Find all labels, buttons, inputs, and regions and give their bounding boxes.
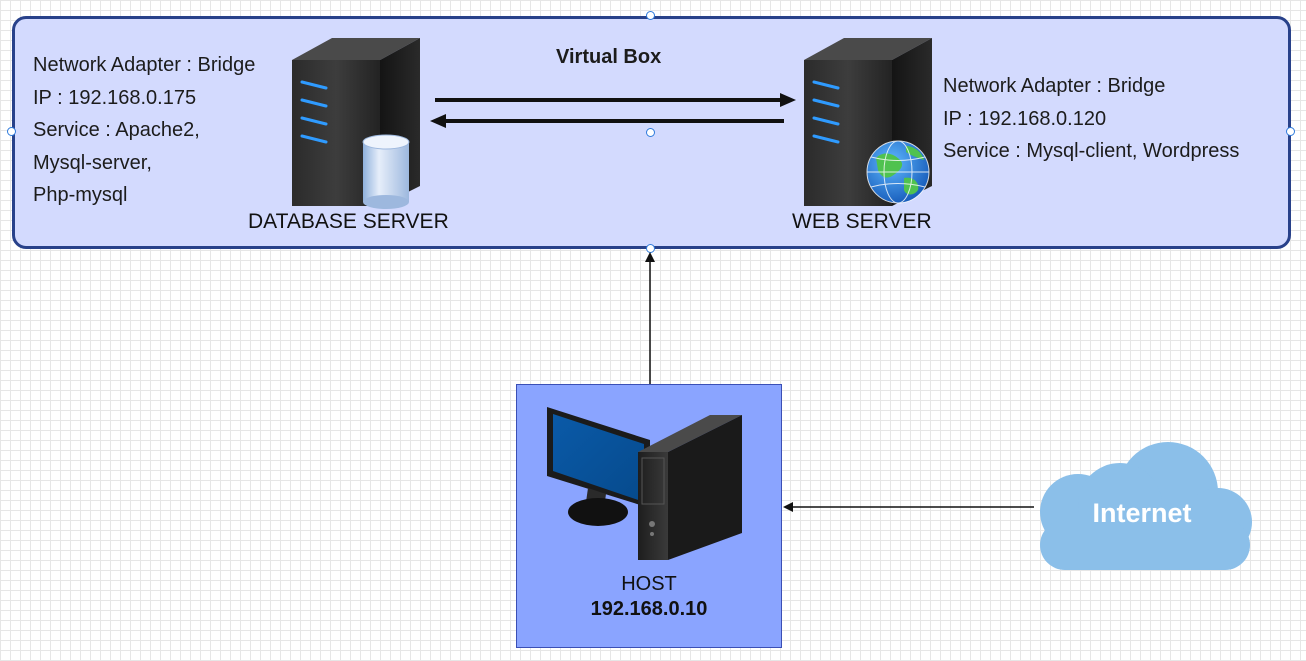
cloud-icon[interactable] xyxy=(1040,442,1252,570)
web-server-icon[interactable] xyxy=(804,38,932,206)
database-server-info-line: Service : Apache2, xyxy=(33,119,200,141)
selection-handle-bottom[interactable] xyxy=(646,244,655,253)
selection-handle-left[interactable] xyxy=(7,127,16,136)
database-server-info-line: Mysql-server, xyxy=(33,151,152,174)
internet-label: Internet xyxy=(1092,498,1192,528)
arrow-host-to-virtualbox[interactable] xyxy=(645,252,655,384)
database-server-info-line: IP : 192.168.0.175 xyxy=(33,86,197,109)
drive-bay-lights xyxy=(300,80,328,144)
web-server-info-line: Network Adapter : Bridge xyxy=(943,75,1166,97)
arrow-web-to-db[interactable] xyxy=(430,114,784,128)
drive-bay-lights xyxy=(812,80,840,144)
arrow-db-to-web[interactable] xyxy=(435,93,796,107)
selection-handle-top[interactable] xyxy=(646,11,655,20)
database-server-icon[interactable] xyxy=(292,38,420,209)
database-cylinder-icon xyxy=(362,134,410,209)
edge-midpoint-handle[interactable] xyxy=(646,128,655,137)
web-server-info-line: IP : 192.168.0.120 xyxy=(943,107,1107,130)
database-server-info: Network Adapter : Bridge IP : 192.168.0.… xyxy=(33,49,255,212)
web-server-info-line: Service : Mysql-client, Wordpress xyxy=(943,140,1240,162)
desktop-computer-icon[interactable] xyxy=(547,407,742,560)
host-name: HOST xyxy=(621,573,677,595)
selection-handle-right[interactable] xyxy=(1286,127,1295,136)
database-server-info-line: Php-mysql xyxy=(33,184,128,206)
web-server-label: WEB SERVER xyxy=(792,210,932,233)
arrow-internet-to-host[interactable] xyxy=(783,502,1034,512)
database-server-info-line: Network Adapter : Bridge xyxy=(33,54,256,76)
host-ip: 192.168.0.10 xyxy=(590,598,708,620)
web-server-info: Network Adapter : Bridge IP : 192.168.0.… xyxy=(943,70,1239,168)
database-server-label: DATABASE SERVER xyxy=(248,210,449,233)
globe-icon xyxy=(866,140,930,204)
virtualbox-title: Virtual Box xyxy=(556,46,662,68)
